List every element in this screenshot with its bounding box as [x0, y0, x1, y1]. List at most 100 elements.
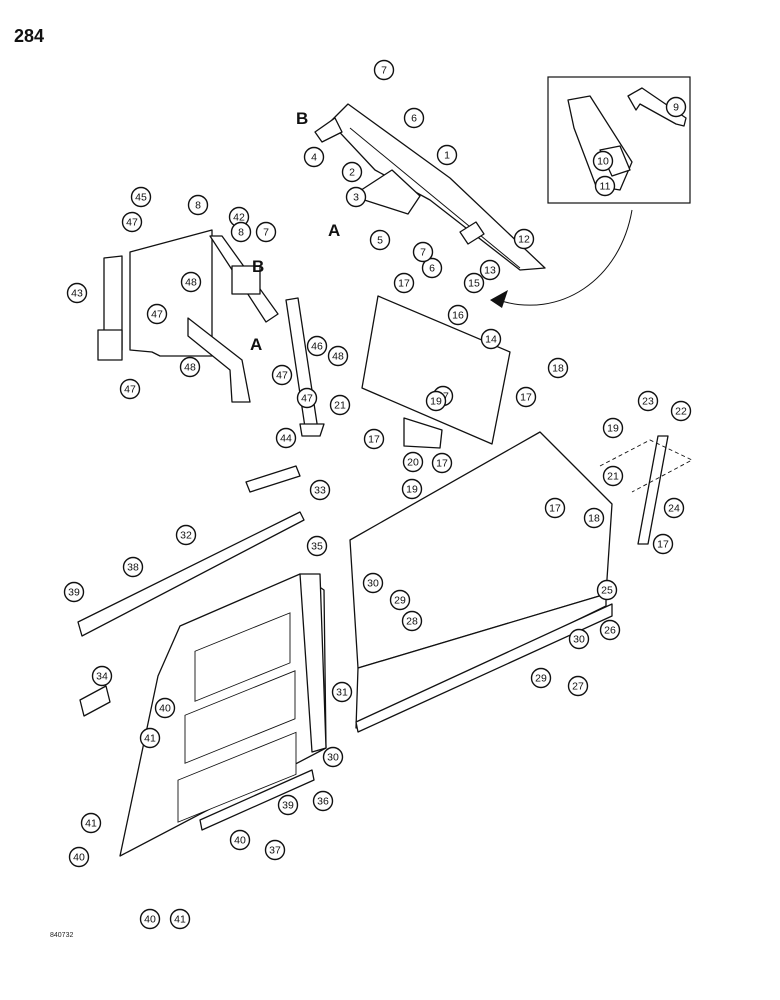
part-number-label: 34	[96, 671, 108, 683]
part-callout-40: 40	[139, 908, 161, 930]
part-number-label: 18	[552, 363, 564, 375]
part-callout-2: 2	[341, 161, 363, 183]
part-number-label: 23	[642, 396, 654, 408]
part-callout-7: 7	[412, 241, 434, 263]
inset-detail	[547, 76, 691, 204]
part-number-label: 6	[411, 113, 417, 125]
part-number-label: 30	[573, 634, 585, 646]
part-callout-5: 5	[369, 229, 391, 251]
part-number-label: 21	[334, 400, 346, 412]
part-number-label: 17	[368, 434, 380, 446]
part-number-label: 47	[151, 309, 163, 321]
reference-letter-a: A	[328, 221, 340, 240]
part-callout-17: 17	[544, 497, 566, 519]
part-number-label: 1	[444, 150, 450, 162]
part-number-label: 40	[73, 852, 85, 864]
part-number-label: 19	[406, 484, 418, 496]
part-number-label: 20	[407, 457, 419, 469]
part-callout-29: 29	[389, 589, 411, 611]
part-number-label: 41	[85, 818, 97, 830]
part-callout-21: 21	[329, 394, 351, 416]
part-number-label: 41	[174, 914, 186, 926]
part-number-label: 43	[71, 288, 83, 300]
part-number-label: 37	[269, 845, 281, 857]
part-number-label: 47	[276, 370, 288, 382]
part-number-label: 25	[601, 585, 613, 597]
part-number-label: 40	[159, 703, 171, 715]
part-callout-20: 20	[402, 451, 424, 473]
part-callout-33: 33	[309, 479, 331, 501]
part-number-label: 45	[135, 192, 147, 204]
part-number-label: 32	[180, 530, 192, 542]
part-callout-38: 38	[122, 556, 144, 578]
part-callout-46: 46	[306, 335, 328, 357]
part-number-label: 44	[280, 433, 292, 445]
part-number-label: 29	[535, 673, 547, 685]
part-number-label: 2	[349, 167, 355, 179]
part-number-label: 26	[604, 625, 616, 637]
part-callout-24: 24	[663, 497, 685, 519]
part-callout-40: 40	[229, 829, 251, 851]
part-number-label: 39	[68, 587, 80, 599]
part-callout-11: 11	[594, 175, 616, 197]
part-callout-7: 7	[255, 221, 277, 243]
part-number-label: 30	[367, 578, 379, 590]
part-callout-18: 18	[547, 357, 569, 379]
part-number-label: 11	[600, 181, 611, 193]
part-callout-18: 18	[583, 507, 605, 529]
part-callout-43: 43	[66, 282, 88, 304]
svg-text:A: A	[328, 221, 340, 240]
part-callout-34: 34	[91, 665, 113, 687]
part-callout-41: 41	[139, 727, 161, 749]
part-number-label: 47	[126, 217, 138, 229]
part-number-label: 17	[436, 458, 448, 470]
center-panel	[361, 295, 511, 449]
part-number-label: 7	[381, 65, 387, 77]
part-callout-17: 17	[393, 272, 415, 294]
part-number-label: 24	[668, 503, 680, 515]
part-callout-27: 27	[567, 675, 589, 697]
part-callout-19: 19	[401, 478, 423, 500]
part-callout-6: 6	[403, 107, 425, 129]
part-callout-48: 48	[327, 345, 349, 367]
part-number-label: 13	[484, 265, 496, 277]
figure-code: 840732	[50, 932, 74, 939]
part-number-label: 30	[327, 752, 339, 764]
part-callout-44: 44	[275, 427, 297, 449]
part-callout-30: 30	[568, 628, 590, 650]
reference-arrow	[490, 209, 633, 308]
part-callout-47: 47	[146, 303, 168, 325]
part-callout-8: 8	[230, 221, 252, 243]
part-number-label: 47	[124, 384, 136, 396]
part-callout-30: 30	[362, 572, 384, 594]
part-callout-48: 48	[179, 356, 201, 378]
right-panel	[349, 431, 693, 733]
part-callout-19: 19	[602, 417, 624, 439]
part-callout-39: 39	[63, 581, 85, 603]
part-callout-40: 40	[154, 697, 176, 719]
part-callout-19: 19	[425, 390, 447, 412]
part-callout-36: 36	[312, 790, 334, 812]
part-number-label: 42	[233, 212, 245, 224]
part-number-label: 17	[398, 278, 410, 290]
brackets	[77, 465, 315, 831]
top-cover-part	[314, 103, 546, 271]
part-number-label: 48	[185, 277, 197, 289]
part-callout-47: 47	[271, 364, 293, 386]
part-number-label: 47	[301, 393, 313, 405]
part-number-label: 5	[377, 235, 383, 247]
part-number-label: 12	[518, 234, 530, 246]
part-number-label: 48	[332, 351, 344, 363]
part-number-label: 31	[336, 687, 348, 699]
part-callout-47: 47	[121, 211, 143, 233]
left-vented-panel	[119, 573, 327, 857]
part-callout-29: 29	[530, 667, 552, 689]
part-callout-13: 13	[479, 259, 501, 281]
part-number-label: 22	[675, 406, 687, 418]
part-number-label: 33	[314, 485, 326, 497]
page-number: 284	[14, 26, 45, 46]
callout-layer: 1234567678910111213141516171717171717171…	[63, 59, 692, 930]
part-callout-17: 17	[515, 386, 537, 408]
